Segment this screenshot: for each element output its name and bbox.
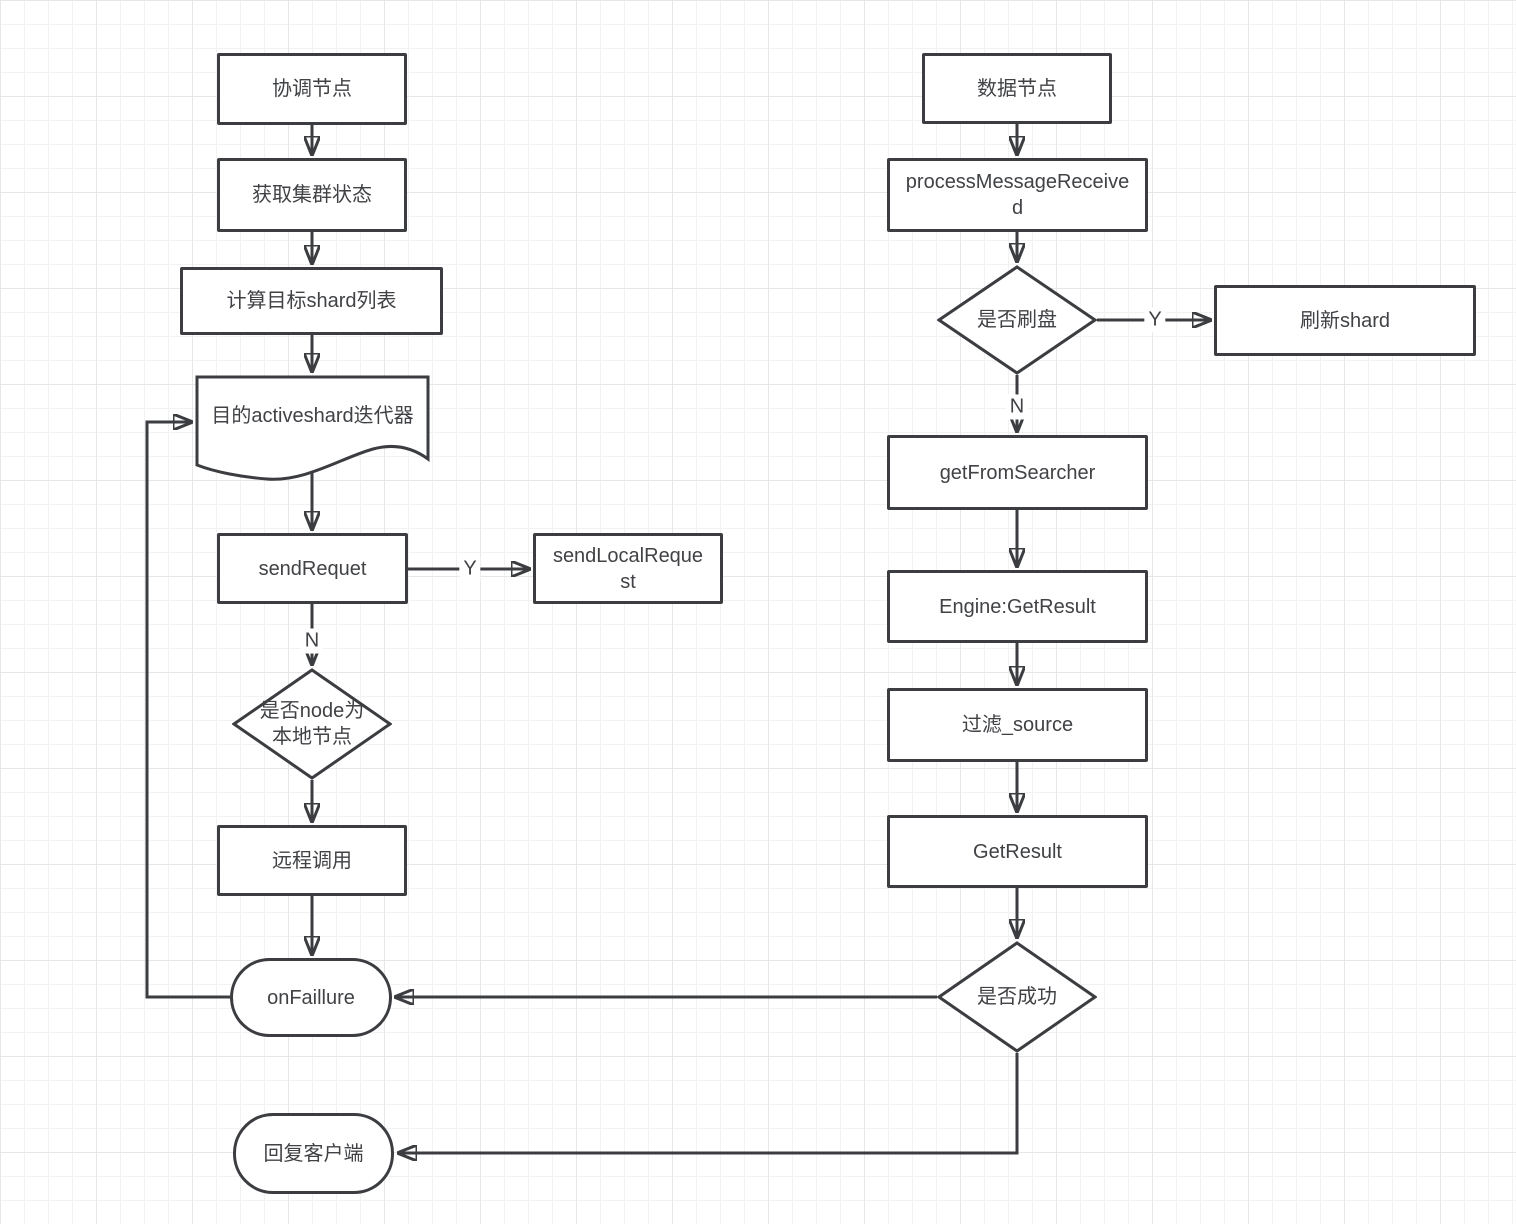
node-label: 回复客户端: [263, 1142, 364, 1165]
edge-label-n: N: [1005, 394, 1029, 420]
node-label: sendLocalRequest: [552, 544, 704, 593]
node-label: 远程调用: [272, 849, 352, 872]
node-send-local-request: sendLocalRequest: [533, 533, 723, 604]
node-process-message-received: processMessageReceived: [887, 158, 1148, 232]
node-compute-target-shard-list: 计算目标shard列表: [180, 267, 443, 335]
node-is-flush: 是否刷盘: [937, 265, 1097, 375]
node-data-node: 数据节点: [922, 53, 1112, 124]
node-label: GetResult: [973, 840, 1062, 863]
node-label: 目的activeshard迭代器: [211, 405, 414, 427]
diamond-shape: [937, 265, 1097, 375]
node-label: 是否node为本地节点: [259, 700, 365, 748]
node-label: sendRequet: [258, 557, 367, 580]
node-coordinating-node: 协调节点: [217, 53, 407, 125]
node-get-cluster-state: 获取集群状态: [217, 158, 407, 232]
node-get-from-searcher: getFromSearcher: [887, 435, 1148, 510]
node-engine-get-result: Engine:GetResult: [887, 570, 1148, 643]
node-target-activeshard-iterator: 目的activeshard迭代器: [195, 375, 430, 483]
diamond-shape: [232, 668, 392, 780]
node-label: 过滤_source: [961, 714, 1074, 736]
node-refresh-shard: 刷新shard: [1214, 285, 1476, 356]
node-on-failure: onFaillure: [230, 958, 392, 1037]
node-reply-client: 回复客户端: [233, 1113, 394, 1194]
node-label: 是否成功: [977, 986, 1057, 1008]
node-label: 是否刷盘: [977, 309, 1057, 331]
node-filter-source: 过滤_source: [887, 688, 1148, 762]
node-label: 数据节点: [977, 77, 1057, 100]
node-label: 协调节点: [272, 78, 352, 100]
edge-label-n: N: [300, 628, 324, 654]
node-label: 刷新shard: [1299, 309, 1391, 332]
node-label: 获取集群状态: [252, 184, 372, 206]
node-get-result: GetResult: [887, 815, 1148, 888]
node-send-request: sendRequet: [217, 533, 408, 604]
edge-is-success-to-reply-client: [399, 1053, 1019, 1153]
node-label: Engine:GetResult: [939, 595, 1096, 618]
diamond-shape: [937, 941, 1097, 1053]
node-label: processMessageReceived: [905, 171, 1130, 219]
edge-label-y: Y: [459, 556, 481, 582]
document-shape: [195, 375, 430, 481]
node-remote-call: 远程调用: [217, 825, 407, 896]
node-is-success: 是否成功: [937, 941, 1097, 1053]
edge-label-y: Y: [1144, 307, 1166, 333]
node-is-node-local: 是否node为本地节点: [232, 668, 392, 780]
node-label: 计算目标shard列表: [226, 290, 397, 312]
edge-on-failure-loop-to-iterator: [145, 422, 230, 999]
node-label: getFromSearcher: [939, 461, 1096, 484]
node-label: onFaillure: [267, 986, 355, 1009]
